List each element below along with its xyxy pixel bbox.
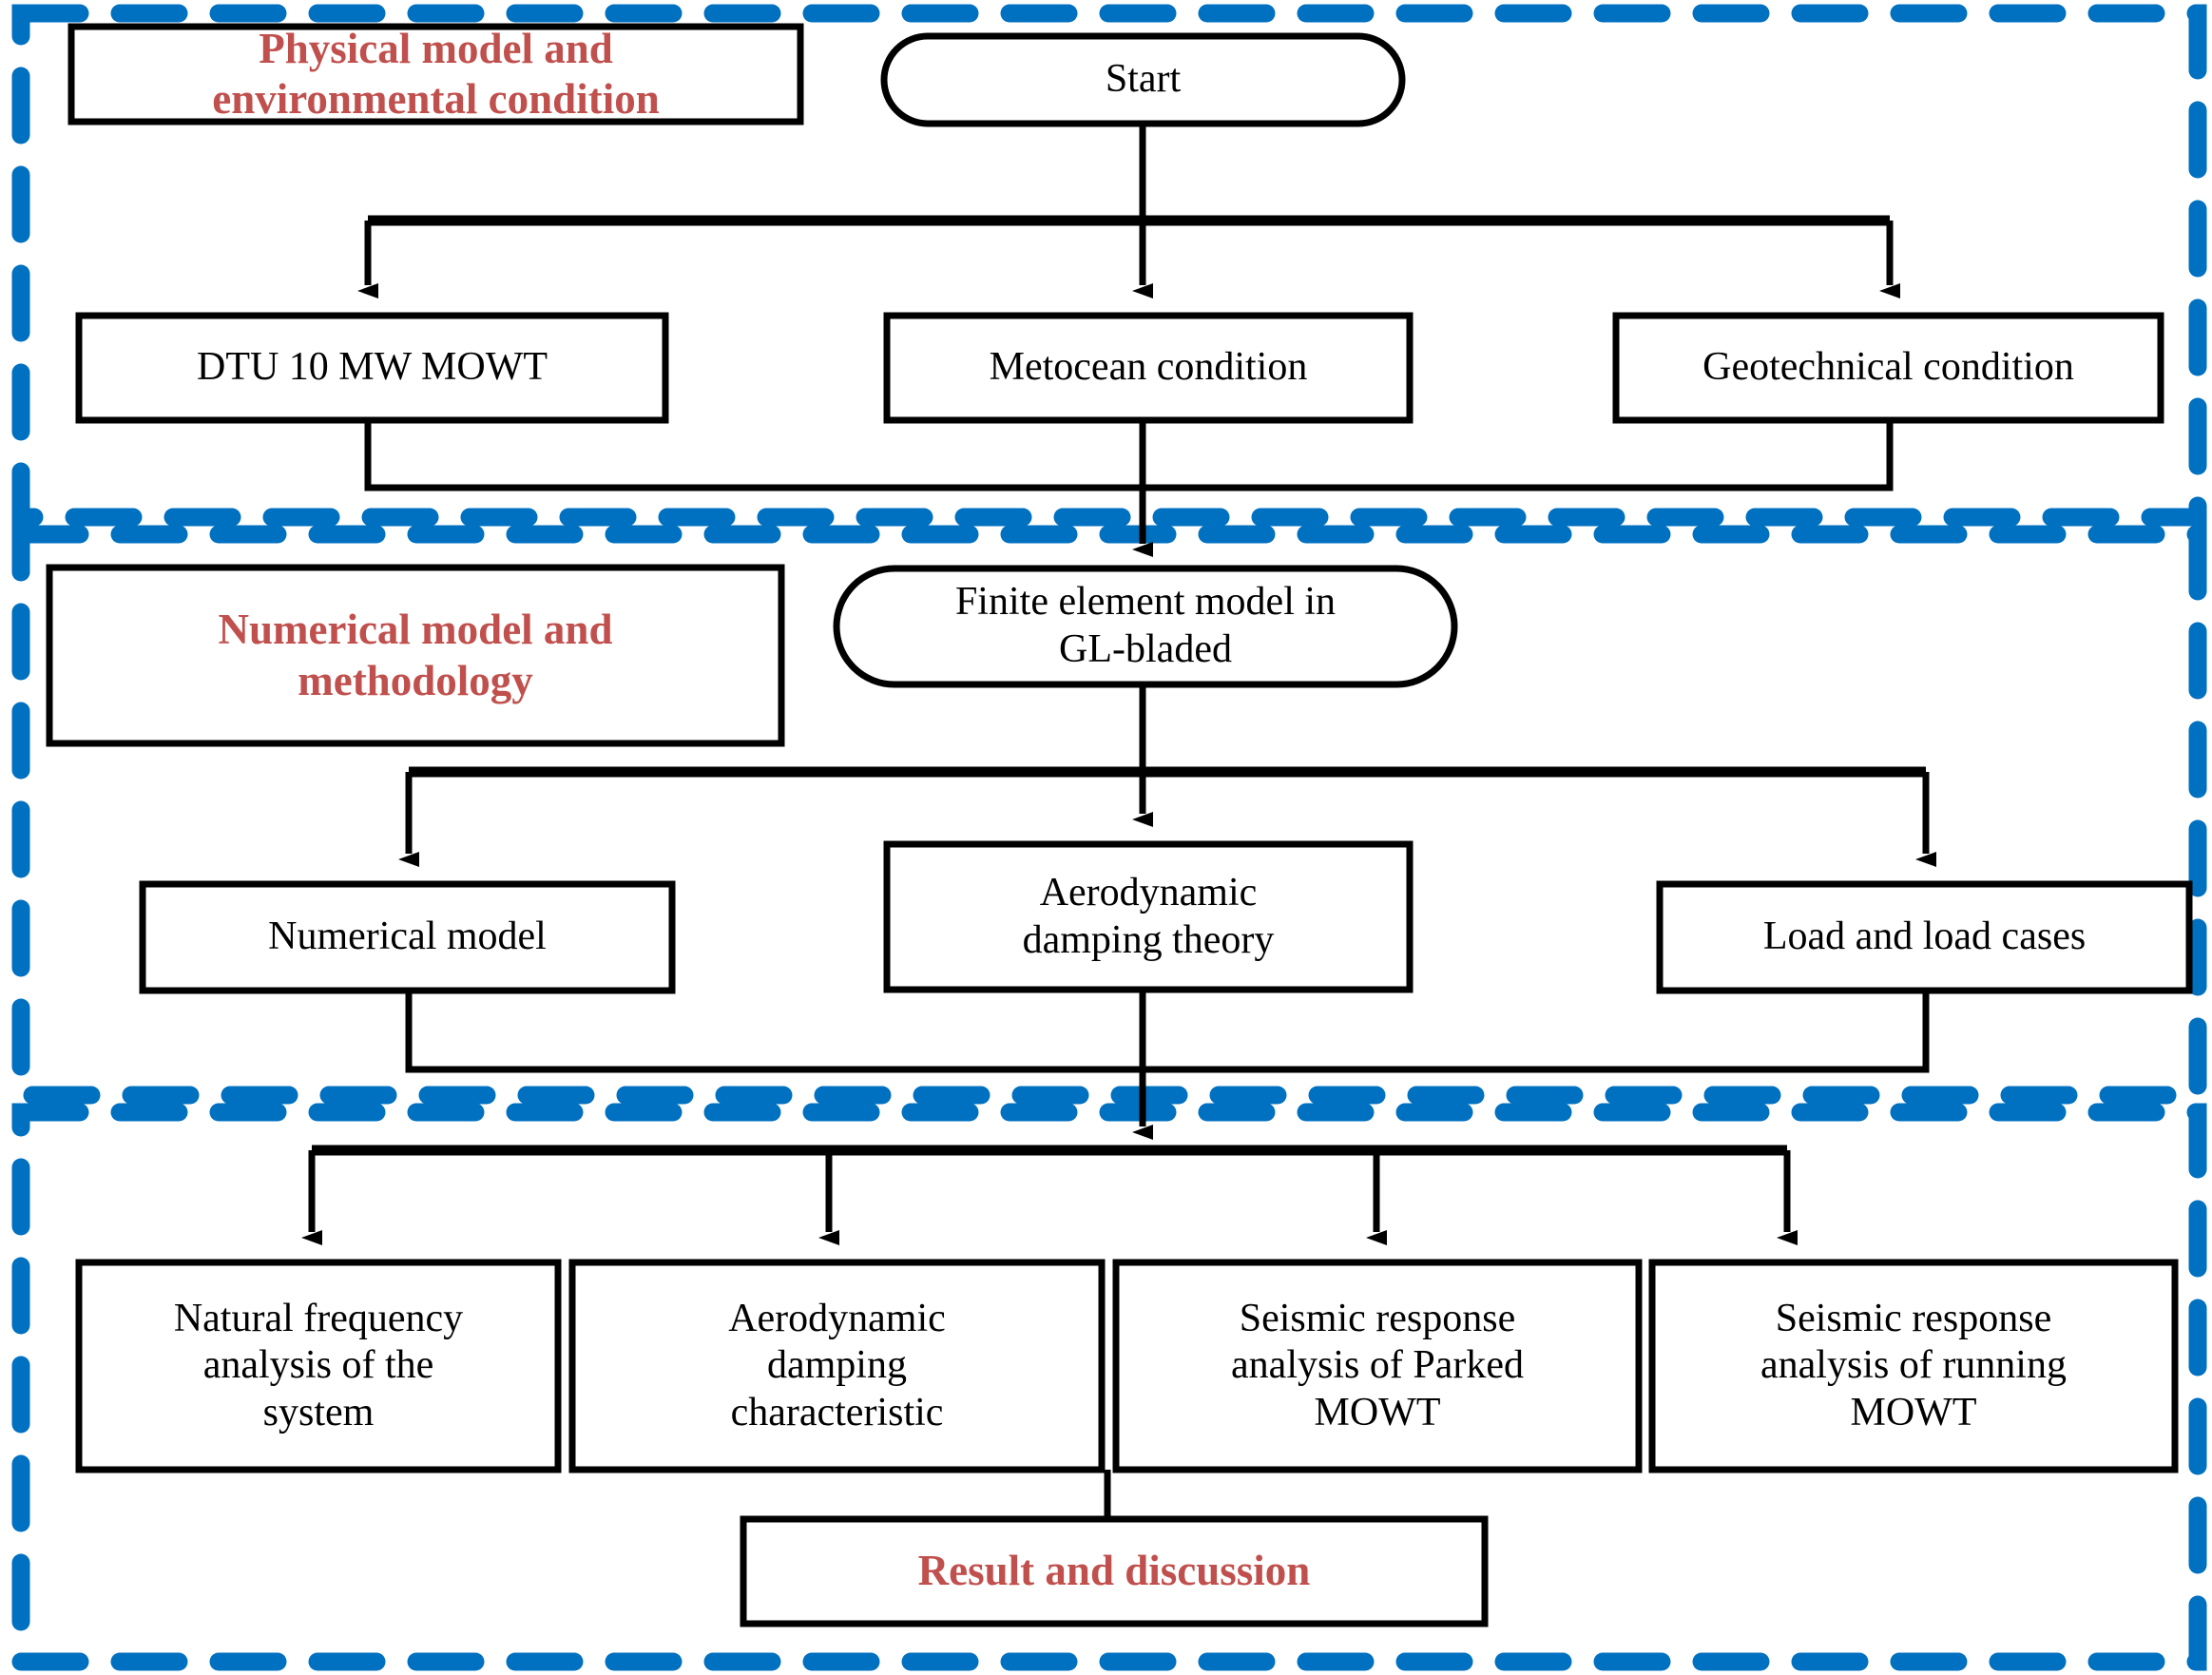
section-frames <box>11 4 2207 1671</box>
node-shape-load-cases[interactable] <box>1656 880 2193 994</box>
node-shapes <box>75 32 2193 1473</box>
node-shape-seismic-running[interactable] <box>1648 1259 2179 1473</box>
section-title-boxes <box>46 23 1489 1627</box>
section-frame-physical <box>11 4 2207 527</box>
section-title-box-physical <box>67 23 804 125</box>
connector-load-down <box>1145 991 1930 1073</box>
node-shape-fem[interactable] <box>833 565 1458 688</box>
node-shape-geotech[interactable] <box>1612 312 2164 424</box>
section-title-box-result <box>740 1515 1489 1627</box>
connector-dtu-down <box>364 420 1145 491</box>
connector-numerical-down <box>405 991 1145 1073</box>
connectors <box>301 124 1936 1521</box>
section-frame-numerical <box>11 525 2207 1105</box>
node-shape-numerical-model[interactable] <box>139 880 676 994</box>
node-shape-dtu[interactable] <box>75 312 669 424</box>
node-shape-seismic-parked[interactable] <box>1112 1259 1643 1473</box>
section-frame-result <box>11 1103 2207 1671</box>
node-shape-aero-theory[interactable] <box>883 840 1414 993</box>
node-shape-natural-freq[interactable] <box>75 1259 562 1473</box>
section-title-box-numerical <box>46 564 785 747</box>
node-shape-metocean[interactable] <box>883 312 1414 424</box>
node-shape-aero-damp-char[interactable] <box>568 1259 1106 1473</box>
connector-geotech-down <box>1145 420 1894 491</box>
node-shape-start[interactable] <box>880 32 1406 127</box>
